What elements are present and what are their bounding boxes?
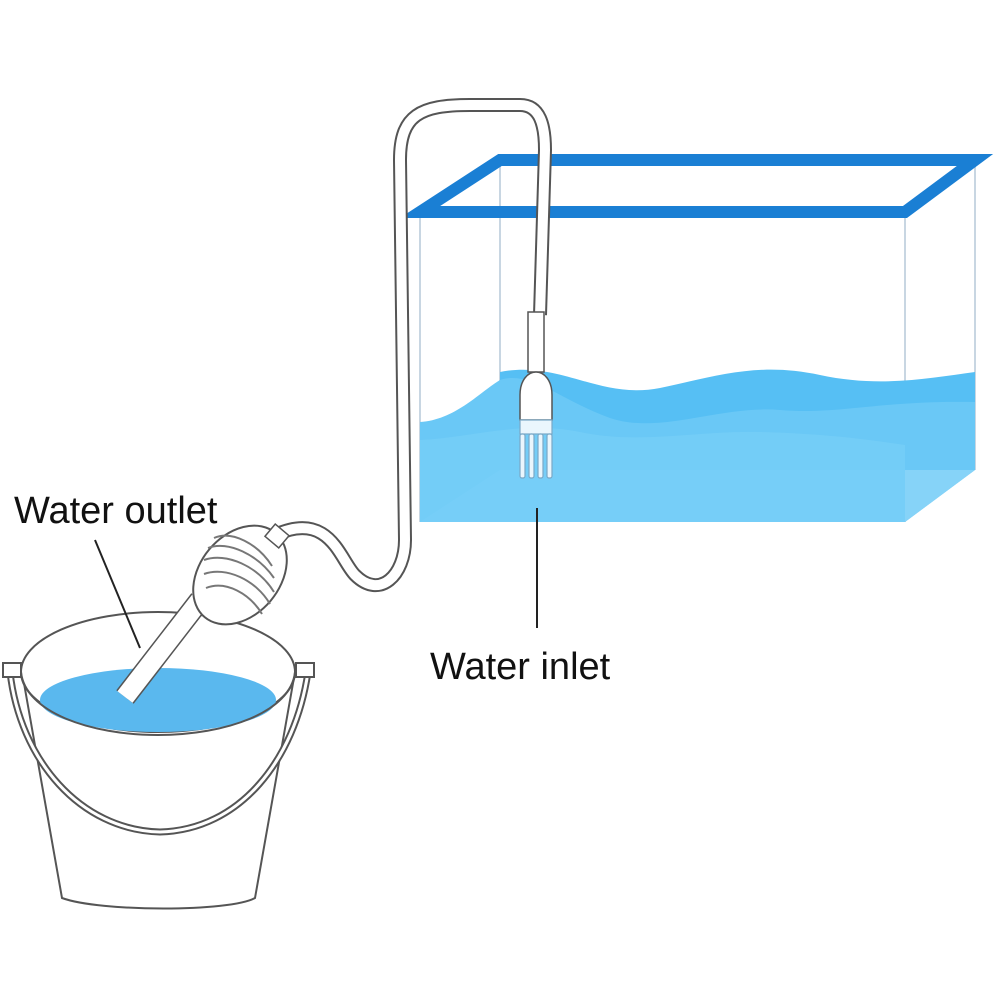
bucket (2, 611, 315, 910)
squeeze-bulb (192, 523, 291, 626)
aquarium-tank (399, 154, 994, 522)
bucket-handle-ear-right (295, 662, 315, 678)
outlet-tube (116, 593, 209, 704)
outlet-pointer-line (94, 539, 141, 649)
tank-frame (399, 154, 994, 218)
bucket-water (40, 668, 276, 732)
water-inlet-label: Water inlet (430, 646, 611, 688)
bucket-body (21, 671, 296, 910)
tank-water-front-lower (420, 427, 905, 522)
siphon-hose (272, 98, 553, 593)
bucket-handle-ear-left (2, 662, 22, 678)
gravel-vacuum-tube (519, 311, 553, 479)
bucket-rim-front (20, 671, 296, 737)
water-outlet-label: Water outlet (14, 490, 218, 532)
